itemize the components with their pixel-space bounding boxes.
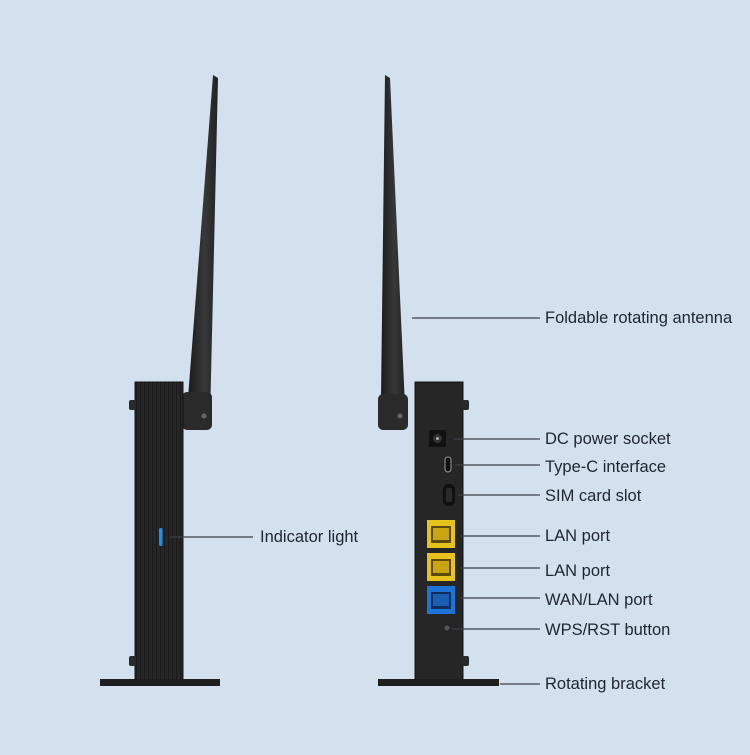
right-stand — [378, 679, 499, 686]
right-antenna-hinge — [378, 394, 408, 430]
label-type-c-interface: Type-C interface — [545, 458, 667, 476]
label-dc-power-socket: DC power socket — [545, 430, 671, 448]
wps-rst-button — [444, 625, 450, 631]
type-c-port — [444, 456, 452, 473]
label-antenna: Foldable rotating antenna — [545, 309, 733, 327]
left-stand — [100, 679, 220, 686]
label-wan-lan-port: WAN/LAN port — [545, 591, 653, 609]
indicator-led — [159, 528, 163, 546]
router-side-view — [100, 75, 220, 686]
router-rear-view — [378, 75, 499, 686]
right-antenna — [381, 75, 405, 425]
dc-power-socket — [429, 430, 446, 447]
leader-lines — [170, 317, 540, 685]
label-lan-port-2: LAN port — [545, 562, 611, 580]
label-wps-rst-button: WPS/RST button — [545, 621, 671, 639]
label-rotating-bracket: Rotating bracket — [545, 675, 666, 693]
label-indicator-light: Indicator light — [260, 528, 359, 546]
label-lan-port-1: LAN port — [545, 527, 611, 545]
left-antenna — [188, 75, 218, 425]
lan-port-2 — [427, 553, 455, 581]
label-sim-card-slot: SIM card slot — [545, 487, 642, 505]
lan-port-1 — [427, 520, 455, 548]
left-antenna-hinge — [182, 392, 212, 430]
wan-lan-port — [427, 586, 455, 614]
sim-card-slot — [443, 484, 455, 506]
